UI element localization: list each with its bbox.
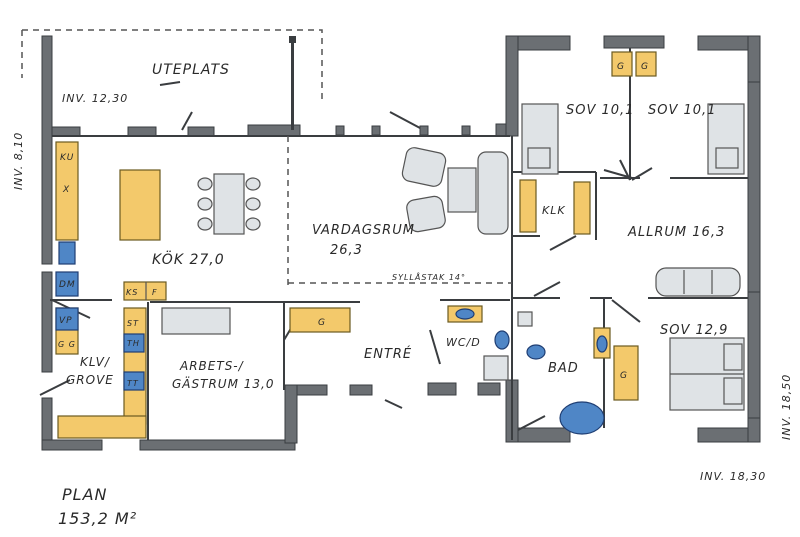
g-hall-label: G [318, 318, 326, 328]
closet-fixtures [519, 179, 591, 235]
room-bedroom-left: SOV 10,1 [566, 103, 634, 118]
exterior-walls [41, 35, 761, 451]
laundry-fixtures [57, 281, 231, 439]
st-label: ST [127, 319, 139, 328]
dm-label: DM [59, 280, 76, 290]
roof-note: SYLLÅSTAK 14° [392, 271, 466, 282]
living-furniture [401, 147, 509, 235]
room-living-2: 26,3 [330, 243, 363, 258]
level-bottom: INV. 18,30 [700, 470, 766, 483]
level-terrace: INV. 12,30 [62, 92, 128, 105]
room-bath: BAD [548, 361, 579, 376]
room-wc: WC/D [446, 336, 481, 349]
room-family: ALLRUM 16,3 [627, 225, 725, 240]
vp-label: VP [59, 316, 73, 326]
room-office-1: ARBETS-/ [179, 359, 245, 373]
kitchen-counter [55, 141, 79, 355]
x-label: X [62, 185, 70, 195]
beds-small [521, 103, 745, 175]
g-bed2-label: G [641, 62, 649, 72]
g-bed1-label: G [617, 62, 625, 72]
room-laundry-1: KLV/ [80, 355, 111, 369]
room-laundry-2: GROVE [66, 373, 114, 387]
g-main-label: G [620, 371, 628, 381]
plan-title: PLAN [62, 485, 107, 504]
level-right: INV. 18,50 [780, 374, 793, 440]
plan-area: 153,2 M² [58, 509, 137, 528]
wardrobe-main [613, 345, 639, 401]
room-bedroom-main: SOV 12,9 [660, 323, 728, 338]
terrace-label: UTEPLATS [152, 62, 230, 78]
interior-walls [39, 48, 748, 440]
bath-fixtures [517, 311, 611, 435]
room-kitchen: KÖK 27,0 [152, 250, 225, 268]
ku-label: KU [60, 153, 74, 163]
lamp-post-icon [289, 36, 296, 130]
gg-label: G G [58, 340, 76, 349]
hall-wardrobe [289, 307, 351, 333]
room-entrance: ENTRÉ [364, 346, 412, 362]
room-closet: KLK [542, 204, 566, 217]
room-living-1: VARDAGSRUM [312, 223, 415, 238]
dining-table [197, 173, 261, 235]
level-left: INV. 8,10 [12, 132, 25, 190]
wardrobe-gg [611, 51, 657, 77]
th-label: TH [127, 339, 140, 348]
terrace-outline [21, 29, 323, 100]
master-bed [669, 337, 745, 411]
f-label: F [152, 288, 158, 297]
room-bedroom-right: SOV 10,1 [648, 103, 716, 118]
ks-label: KS [126, 288, 138, 297]
room-office-2: GÄSTRUM 13,0 [172, 376, 274, 391]
kitchen-island [119, 169, 161, 241]
wc-fixtures [447, 305, 510, 381]
tt-label: TT [127, 379, 139, 388]
family-sofa [655, 267, 741, 297]
